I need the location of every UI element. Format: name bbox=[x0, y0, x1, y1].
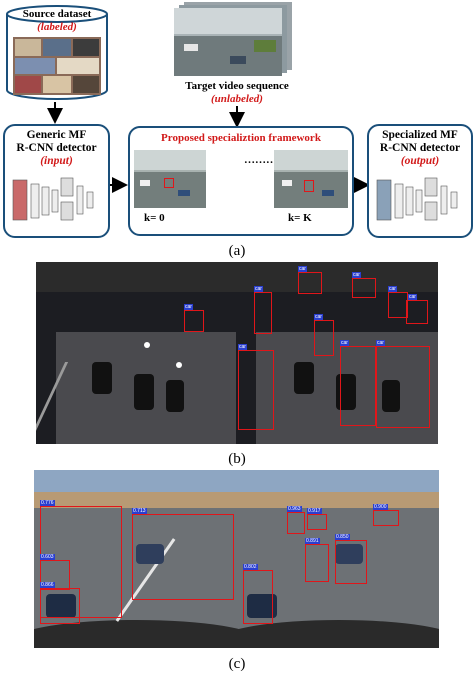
detection-label: 0.776 bbox=[40, 500, 55, 506]
source-dataset-title: Source dataset bbox=[22, 8, 92, 20]
target-video-title: Target video sequence bbox=[185, 80, 289, 92]
generic-detector-box: Generic MF R-CNN detector (input) bbox=[3, 124, 110, 238]
caption-c: (c) bbox=[228, 656, 246, 672]
source-dataset-cylinder: Source dataset (labeled) bbox=[5, 4, 109, 102]
detection-label: car bbox=[340, 340, 349, 346]
detection-label: 0.891 bbox=[305, 538, 320, 544]
detection-label: car bbox=[408, 294, 417, 300]
night-traffic-image-left: car bbox=[36, 262, 236, 444]
specialized-detector-tag: (output) bbox=[400, 155, 440, 167]
framework-dots: ……… bbox=[244, 154, 277, 166]
caption-a: (a) bbox=[228, 243, 246, 259]
specialized-network-graphic bbox=[376, 177, 458, 221]
intersection-image-right: 0.963 0.917 0.900 0.891 0.850 0.802 bbox=[239, 470, 439, 648]
generic-detector-line1: Generic MF bbox=[26, 129, 87, 141]
detection-label: 0.917 bbox=[307, 508, 322, 514]
source-dataset-tag: (labeled) bbox=[37, 21, 77, 33]
detection-label: 0.802 bbox=[243, 564, 258, 570]
source-dataset-collage bbox=[13, 37, 101, 95]
detection-label: car bbox=[298, 266, 307, 272]
framework-box: Proposed specializtion framework ……… k= … bbox=[128, 126, 354, 236]
detection-label: car bbox=[388, 286, 397, 292]
framework-frame-first bbox=[134, 150, 206, 208]
specialized-detector-box: Specialized MF R-CNN detector (output) bbox=[367, 124, 473, 238]
detection-label: car bbox=[184, 304, 193, 310]
detection-label: 0.603 bbox=[40, 554, 55, 560]
detection-label: car bbox=[254, 286, 263, 292]
specialized-detector-line2: R-CNN detector bbox=[379, 142, 461, 154]
generic-detector-tag: (input) bbox=[40, 155, 73, 167]
detection-label: car bbox=[376, 340, 385, 346]
generic-detector-line2: R-CNN detector bbox=[16, 142, 97, 154]
detection-label: car bbox=[352, 272, 361, 278]
detection-label: car bbox=[314, 314, 323, 320]
detection-label: 0.866 bbox=[40, 582, 55, 588]
intersection-image-left: 0.776 0.713 0.603 0.866 bbox=[34, 470, 239, 648]
target-video-tag: (unlabeled) bbox=[211, 93, 263, 105]
generic-network-graphic bbox=[12, 177, 94, 221]
framework-title: Proposed specializtion framework bbox=[161, 132, 321, 144]
framework-k-end: k= K bbox=[288, 212, 312, 224]
detection-label: 0.713 bbox=[132, 508, 147, 514]
caption-b: (b) bbox=[228, 451, 246, 467]
framework-k-start: k= 0 bbox=[144, 212, 165, 224]
framework-frame-last bbox=[274, 150, 348, 208]
detection-label: 0.850 bbox=[335, 534, 350, 540]
specialized-detector-line1: Specialized MF bbox=[382, 129, 458, 141]
target-video-stack bbox=[174, 2, 292, 78]
night-traffic-image-right: car car car car car car car car car bbox=[236, 262, 438, 444]
detection-label: 0.900 bbox=[373, 504, 388, 510]
detection-label: 0.963 bbox=[287, 506, 302, 512]
detection-label: car bbox=[238, 344, 247, 350]
